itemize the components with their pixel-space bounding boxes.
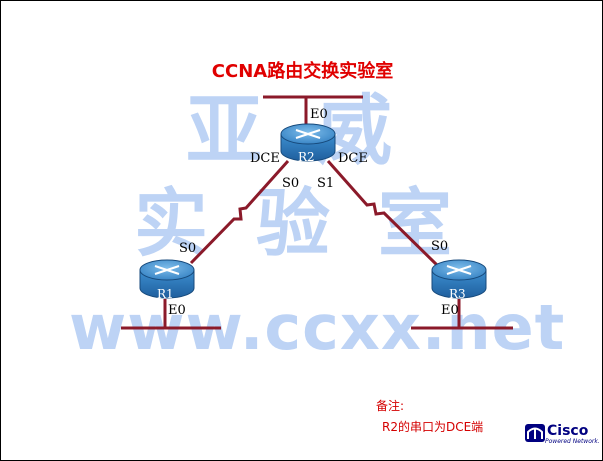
cisco-logo-name: Cisco	[547, 423, 589, 439]
r2-s0-label: S0	[282, 176, 300, 191]
router-r1[interactable]	[139, 259, 195, 299]
router-r2-label: R2	[298, 150, 315, 164]
r3-s0-label: S0	[431, 239, 449, 254]
serial-link-r2-r1	[189, 160, 290, 265]
router-r3-label: R3	[449, 287, 466, 301]
r2-dce-left-label: DCE	[250, 151, 280, 166]
router-r3[interactable]	[431, 259, 487, 299]
note-text: R2的串口为DCE端	[382, 420, 484, 434]
router-arrows-icon	[446, 265, 472, 275]
cisco-bridge-icon	[525, 424, 545, 442]
r2-s1-label: S1	[317, 176, 335, 191]
router-arrows-icon	[295, 129, 321, 139]
r2-e0-label: E0	[310, 107, 328, 122]
diagram-title: CCNA路由交换实验室	[211, 61, 394, 82]
r2-dce-right-label: DCE	[338, 151, 368, 166]
router-r2[interactable]	[280, 123, 336, 162]
router-r1-label: R1	[157, 287, 174, 301]
router-arrows-icon	[154, 265, 180, 275]
r1-s0-label: S0	[179, 241, 197, 256]
r3-e0-label: E0	[441, 303, 459, 318]
r1-e0-label: E0	[168, 303, 186, 318]
watermark-line-2: 实验室	[134, 181, 500, 267]
cisco-logo-tagline: Powered Network.	[545, 438, 600, 445]
note-heading: 备注:	[376, 399, 405, 413]
serial-link-r2-r3	[326, 160, 440, 268]
